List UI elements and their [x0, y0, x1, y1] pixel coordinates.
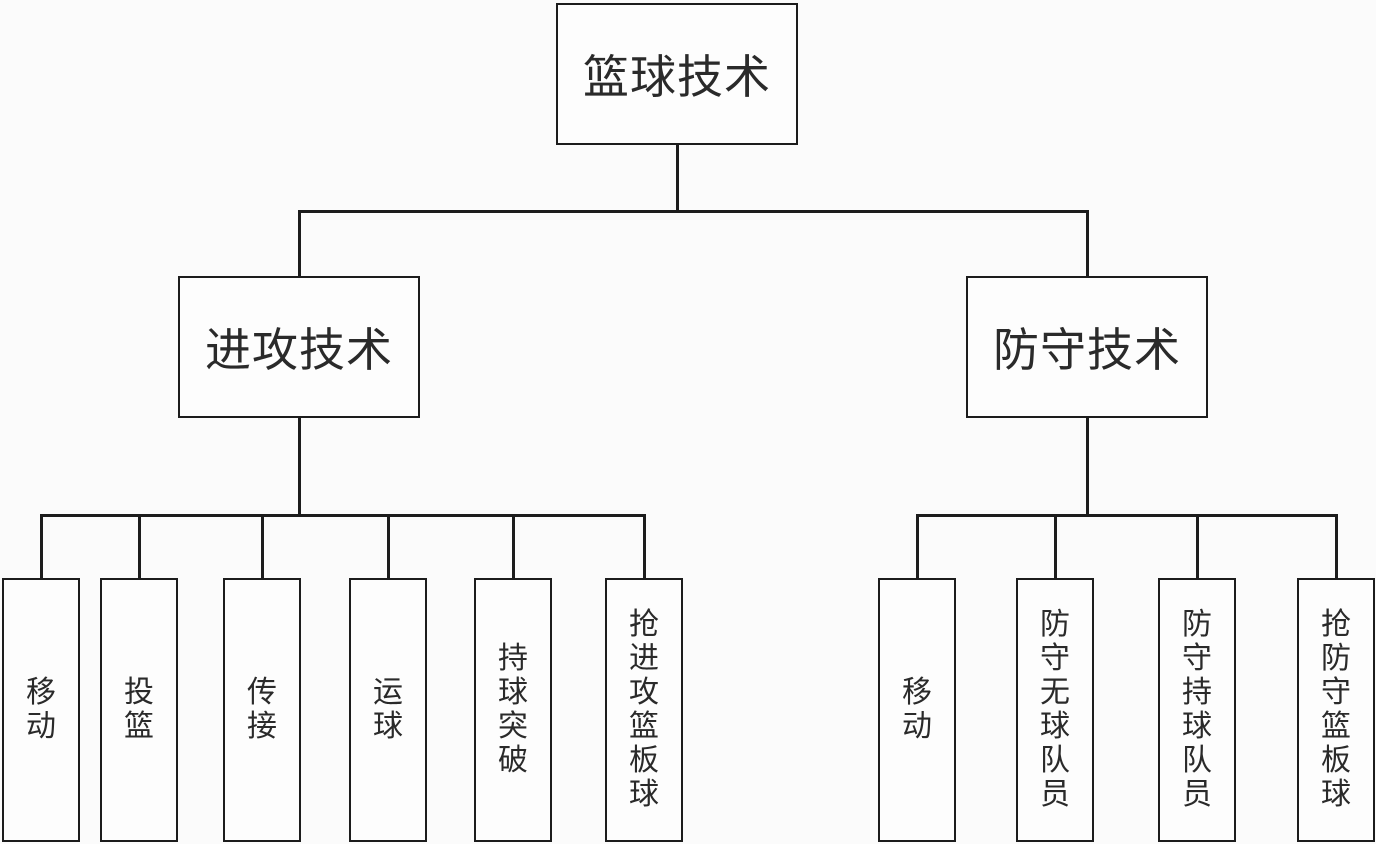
node-defense-label: 防守技术 — [993, 324, 1181, 376]
leaf-label: 运球 — [373, 676, 403, 743]
connector-defense-leaf-stub — [916, 514, 919, 579]
node-root-label: 篮球技术 — [583, 51, 771, 103]
connector-defense-rail — [916, 514, 1338, 517]
connector-offense-leaf-stub — [643, 514, 646, 579]
node-defense: 防守技术 — [966, 276, 1208, 418]
leaf-node-offense-rebound: 抢进攻篮板球 — [605, 578, 683, 842]
connector-offense-stem — [298, 416, 301, 516]
leaf-node-defense-onball: 防守持球队员 — [1158, 578, 1236, 842]
leaf-node-offense-move: 移动 — [2, 578, 80, 842]
connector-root-drop — [676, 144, 679, 212]
leaf-label: 抢进攻篮板球 — [629, 608, 659, 811]
leaf-node-defense-offball: 防守无球队员 — [1016, 578, 1094, 842]
leaf-node-offense-dribble: 运球 — [349, 578, 427, 842]
leaf-label: 传接 — [247, 676, 277, 743]
leaf-node-offense-pass: 传接 — [223, 578, 301, 842]
leaf-label: 防守无球队员 — [1040, 608, 1070, 811]
leaf-label: 持球突破 — [498, 642, 528, 777]
connector-defense-stem — [1086, 416, 1089, 516]
leaf-node-offense-shoot: 投篮 — [100, 578, 178, 842]
connector-defense-leaf-stub — [1196, 514, 1199, 579]
connector-offense-drop — [298, 210, 301, 276]
connector-offense-rail — [40, 514, 646, 517]
node-offense-label: 进攻技术 — [205, 324, 393, 376]
connector-level1-rail — [298, 210, 1089, 213]
leaf-label: 抢防守篮板球 — [1321, 608, 1351, 811]
leaf-label: 移动 — [902, 676, 932, 743]
leaf-node-defense-rebound: 抢防守篮板球 — [1297, 578, 1375, 842]
connector-defense-drop — [1086, 210, 1089, 276]
leaf-node-defense-move: 移动 — [878, 578, 956, 842]
connector-offense-leaf-stub — [512, 514, 515, 579]
connector-offense-leaf-stub — [261, 514, 264, 579]
connector-defense-leaf-stub — [1335, 514, 1338, 579]
connector-offense-leaf-stub — [138, 514, 141, 579]
node-root: 篮球技术 — [556, 3, 798, 145]
node-offense: 进攻技术 — [178, 276, 420, 418]
connector-defense-leaf-stub — [1054, 514, 1057, 579]
leaf-node-offense-breakthrough: 持球突破 — [474, 578, 552, 842]
connector-offense-leaf-stub — [40, 514, 43, 579]
leaf-label: 投篮 — [124, 676, 154, 743]
connector-offense-leaf-stub — [387, 514, 390, 579]
leaf-label: 防守持球队员 — [1182, 608, 1212, 811]
leaf-label: 移动 — [26, 676, 56, 743]
